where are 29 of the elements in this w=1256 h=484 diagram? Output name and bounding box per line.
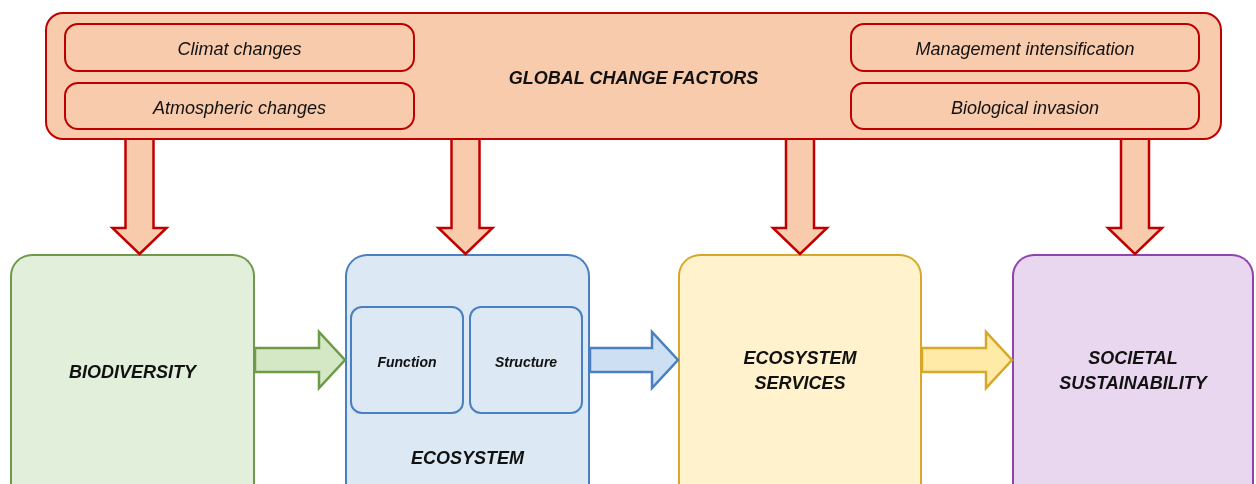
factor-label: Biological invasion <box>949 97 1101 120</box>
sustainability-box <box>1012 254 1254 484</box>
panel-title: GLOBAL CHANGE FACTORS <box>507 67 760 90</box>
biodiversity-box <box>10 254 255 484</box>
block-arrow <box>435 138 496 256</box>
block-arrow <box>1104 138 1166 256</box>
structure-box <box>469 306 583 414</box>
factor-label: Management intensification <box>914 38 1136 61</box>
block-arrow <box>588 328 680 392</box>
factor-label: Atmospheric changes <box>151 97 328 120</box>
box-label: ECOSYSTEM SERVICES <box>742 347 858 396</box>
box-label: Structure <box>493 353 559 372</box>
services-box <box>678 254 922 484</box>
block-arrow <box>769 138 831 256</box>
box-label: Function <box>376 353 438 372</box>
block-arrow <box>109 138 170 256</box>
box-label: SOCIETAL SUSTAINABILITY <box>1058 347 1209 396</box>
box-label: BIODIVERSITY <box>68 361 198 384</box>
factors-panel <box>45 12 1222 140</box>
factor-box <box>850 82 1200 130</box>
block-arrow <box>920 328 1014 392</box>
factor-box <box>850 23 1200 72</box>
function-box <box>350 306 464 414</box>
box-label: ECOSYSTEM <box>410 447 526 470</box>
factor-box <box>64 82 415 130</box>
ecosystem-box <box>345 254 590 484</box>
factor-box <box>64 23 415 72</box>
block-arrow <box>253 328 347 392</box>
factor-label: Climat changes <box>176 38 303 61</box>
